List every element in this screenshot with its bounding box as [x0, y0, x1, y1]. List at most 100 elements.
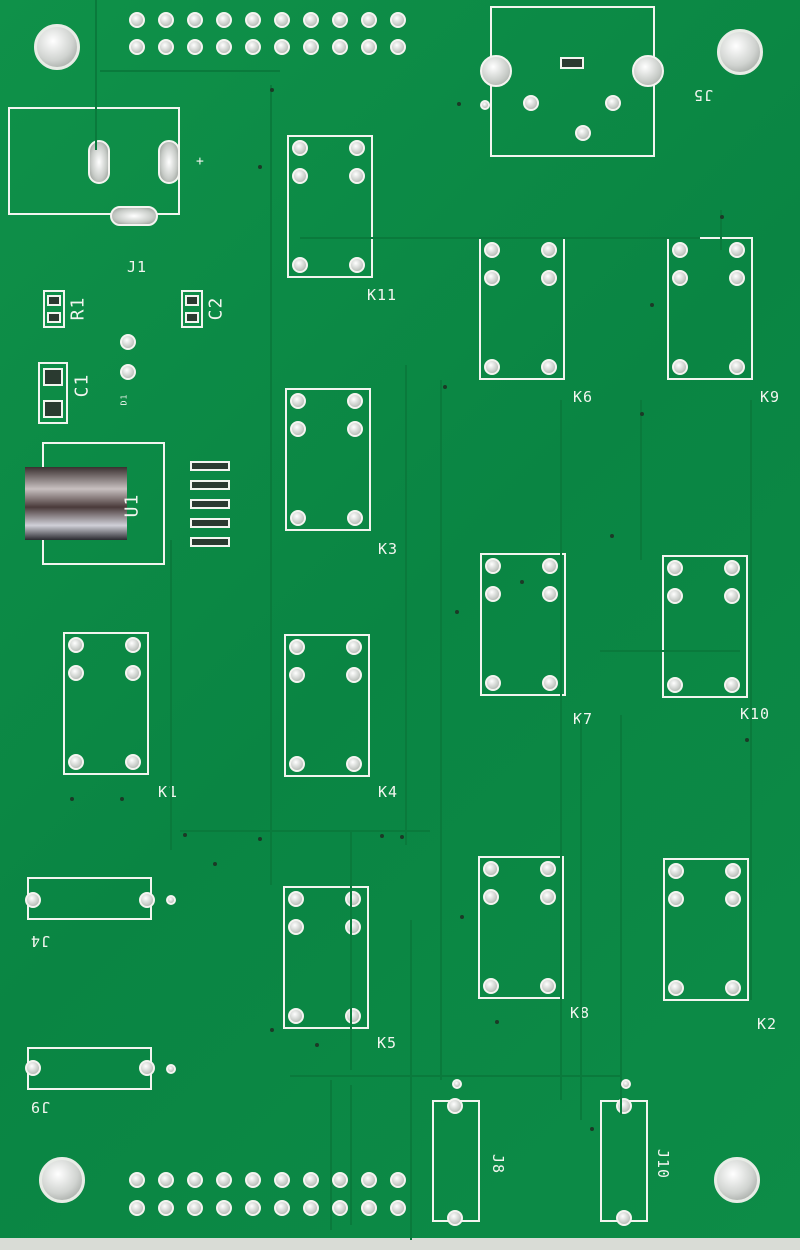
j4-pad [139, 892, 155, 908]
r1-outline [43, 290, 65, 328]
k2-pad [725, 980, 741, 996]
header-pin [274, 12, 290, 28]
k11-pad [292, 257, 308, 273]
k7-pad [542, 558, 558, 574]
label-j10: J10 [654, 1148, 673, 1180]
label-d1: D1 [119, 393, 129, 406]
via [520, 580, 524, 584]
via [258, 165, 262, 169]
header-pin [303, 1200, 319, 1216]
label-k2: K2 [757, 1015, 778, 1033]
header-pin [216, 1172, 232, 1188]
label-plus: + [196, 154, 205, 169]
via [120, 797, 124, 801]
j5-smd [560, 57, 584, 69]
label-r1: R1 [67, 296, 89, 321]
k11-pad [292, 168, 308, 184]
k10-pad [667, 588, 683, 604]
label-j8: J8 [489, 1153, 508, 1175]
r1-pad [47, 312, 61, 323]
k7-pad [485, 675, 501, 691]
header-pin [274, 1172, 290, 1188]
j5-pad [480, 55, 512, 87]
test-via [621, 1079, 631, 1089]
via [270, 88, 274, 92]
k9-outline [667, 237, 753, 380]
header-pin [129, 12, 145, 28]
pcb-trace [330, 1080, 332, 1230]
header-pin [303, 1172, 319, 1188]
via [640, 412, 644, 416]
header-pin [187, 1172, 203, 1188]
label-j9: J9 [30, 1098, 51, 1116]
pcb-trace [440, 380, 442, 1080]
k8-pad [540, 861, 556, 877]
header-pin [390, 39, 406, 55]
pcb-trace [300, 237, 700, 239]
k5-outline [283, 886, 369, 1029]
k5-pad [345, 1008, 361, 1024]
j8-pad [447, 1098, 463, 1114]
label-k6: K6 [573, 388, 594, 406]
label-k11: K11 [367, 286, 398, 304]
k4-pad [346, 756, 362, 772]
k6-pad [484, 270, 500, 286]
c2-outline [181, 290, 203, 328]
pcb-trace [350, 1085, 352, 1225]
via [720, 215, 724, 219]
k10-pad [667, 560, 683, 576]
header-pin [158, 12, 174, 28]
header-pin [361, 39, 377, 55]
via [650, 303, 654, 307]
j1-pad [88, 140, 110, 184]
u1-pin [190, 461, 230, 471]
header-pin [303, 12, 319, 28]
via [400, 835, 404, 839]
label-k4: K4 [378, 783, 399, 801]
k4-pad [289, 667, 305, 683]
k8-pad [483, 889, 499, 905]
k5-pad [288, 1008, 304, 1024]
j10-outline [600, 1100, 648, 1222]
pcb-trace [560, 400, 562, 1100]
pcb-trace [580, 720, 582, 1120]
k3-outline [285, 388, 371, 531]
k7-pad [485, 558, 501, 574]
k1-pad [125, 637, 141, 653]
pcb-trace [350, 830, 352, 1070]
board-edge [0, 1238, 800, 1250]
header-pin [216, 12, 232, 28]
k10-pad [724, 588, 740, 604]
k9-pad [672, 359, 688, 375]
k7-pad [542, 675, 558, 691]
pcb-trace [640, 400, 642, 560]
header-pin [390, 1172, 406, 1188]
j8-outline [432, 1100, 480, 1222]
k11-pad [349, 140, 365, 156]
label-c1: C1 [71, 373, 93, 398]
k3-pad [347, 421, 363, 437]
k4-pad [346, 639, 362, 655]
k4-pad [289, 756, 305, 772]
k4-pad [289, 639, 305, 655]
header-pin [158, 1172, 174, 1188]
via [457, 102, 461, 106]
label-k9: K9 [760, 388, 781, 406]
header-pin [216, 39, 232, 55]
r1-pad [47, 295, 61, 306]
header-pin [187, 1200, 203, 1216]
header-pin [129, 1172, 145, 1188]
j9-pad [139, 1060, 155, 1076]
via [270, 1028, 274, 1032]
via [443, 385, 447, 389]
header-pin [274, 39, 290, 55]
pcb-trace [180, 830, 430, 832]
pcb-trace [170, 540, 172, 850]
j5-pad [632, 55, 664, 87]
k10-pad [724, 560, 740, 576]
k11-pad [349, 257, 365, 273]
via [213, 862, 217, 866]
k1-pad [125, 665, 141, 681]
u1-pin [190, 480, 230, 490]
test-via [166, 895, 176, 905]
